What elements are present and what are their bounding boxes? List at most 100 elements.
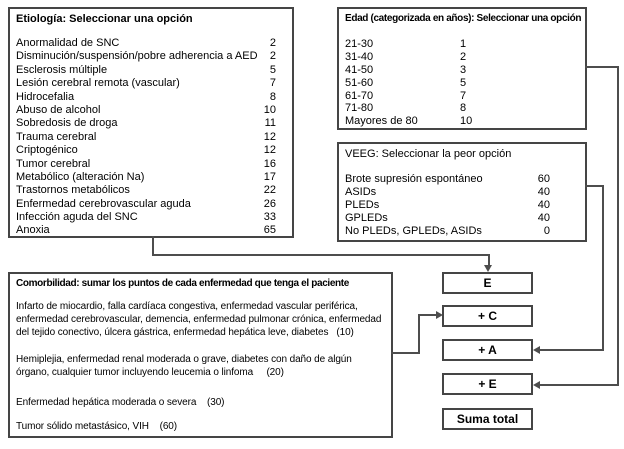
item-score: 33	[263, 211, 276, 224]
item-label: Abuso de alcohol	[16, 103, 101, 116]
veeg-item: PLEDs 40	[345, 199, 550, 212]
item-score: 5	[269, 63, 276, 76]
connector-comorbidity-vertical	[418, 314, 420, 354]
sum-box-plus-c: + C	[442, 305, 533, 327]
age-item: 51-60 5	[345, 77, 579, 90]
connector-age-horizontal	[585, 66, 619, 68]
connector-etiology-horizontal	[152, 254, 490, 256]
item-label: 71-80	[345, 102, 374, 115]
etiology-item: Trastornos metabólicos 22	[16, 184, 276, 197]
item-score: 0	[543, 225, 550, 237]
item-label: Trauma cerebral	[16, 130, 97, 143]
sum-box-plus-c-label: + C	[477, 309, 497, 323]
sum-box-plus-a-label: + A	[478, 343, 497, 357]
item-label: 51-60	[345, 76, 374, 89]
connector-age-entry	[540, 384, 619, 386]
etiology-item: Hidrocefalia 8	[16, 91, 276, 104]
arrow-down-icon	[484, 265, 492, 272]
item-label: Infección aguda del SNC	[16, 211, 138, 224]
connector-etiology-drop	[488, 254, 490, 266]
item-score: 2	[269, 50, 276, 63]
item-label: PLEDs	[345, 199, 380, 211]
item-label: Esclerosis múltiple	[16, 63, 108, 76]
item-label: Trastornos metabólicos	[16, 184, 130, 197]
connector-comorbidity-entry	[418, 314, 437, 316]
connector-veeg-vertical	[602, 185, 604, 351]
etiology-item: Metabólico (alteración Na) 17	[16, 171, 276, 184]
comorbidity-paragraph-20: Hemiplejia, enfermedad renal moderada o …	[16, 354, 352, 378]
etiology-item: Enfermedad cerebrovascular aguda 26	[16, 198, 276, 211]
sum-box-total-label: Suma total	[456, 412, 519, 426]
item-score: 3	[460, 63, 467, 76]
item-score: 26	[263, 197, 276, 210]
comorbidity-paragraph-30: Enfermedad hepática moderada o severa (3…	[16, 397, 225, 408]
item-label: Mayores de 80	[345, 115, 418, 128]
etiology-item: Lesión cerebral remota (vascular) 7	[16, 77, 276, 90]
age-box: Edad (categorizada en años): Seleccionar…	[337, 7, 587, 130]
age-item: Mayores de 80 10	[345, 115, 579, 128]
item-label: Disminución/suspensión/pobre adherencia …	[16, 50, 258, 63]
item-score: 17	[263, 170, 276, 183]
veeg-item: Brote supresión espontáneo 60	[345, 173, 550, 186]
etiology-title: Etiología: Seleccionar una opción	[16, 13, 193, 25]
item-label: Tumor cerebral	[16, 157, 91, 170]
item-label: Brote supresión espontáneo	[345, 173, 483, 185]
item-score: 2	[269, 37, 276, 49]
connector-age-vertical	[617, 66, 619, 386]
item-score: 12	[263, 144, 276, 157]
item-label: 41-50	[345, 63, 374, 76]
item-label: Metabólico (alteración Na)	[16, 170, 145, 183]
connector-veeg-horizontal	[585, 185, 604, 187]
etiology-item: Infección aguda del SNC 33	[16, 211, 276, 224]
comorbidity-title: Comorbilidad: sumar los puntos de cada e…	[16, 278, 350, 289]
sum-box-e: E	[442, 272, 533, 294]
sum-box-e-label: E	[483, 276, 492, 290]
veeg-item: No PLEDs, GPLEDs, ASIDs 0	[345, 225, 550, 238]
arrow-left-icon	[533, 345, 540, 354]
item-label: Criptogénico	[16, 144, 78, 157]
arrow-left-icon	[533, 380, 540, 389]
item-score: 40	[537, 199, 550, 211]
arrow-right-icon	[436, 310, 443, 319]
item-score: 7	[460, 89, 467, 102]
item-label: Anoxia	[16, 224, 50, 237]
item-score: 7	[269, 77, 276, 90]
item-score: 65	[263, 224, 276, 237]
comorbidity-paragraph-10: Infarto de miocardio, falla cardíaca con…	[16, 301, 382, 338]
item-score: 22	[263, 184, 276, 197]
etiology-item: Criptogénico 12	[16, 144, 276, 157]
item-score: 1	[460, 38, 467, 50]
etiology-item: Esclerosis múltiple 5	[16, 64, 276, 77]
age-item: 41-50 3	[345, 64, 579, 77]
item-score: 40	[537, 212, 550, 224]
item-score: 60	[537, 173, 550, 185]
age-item: 71-80 8	[345, 102, 579, 115]
connector-etiology-vertical	[152, 236, 154, 256]
item-score: 5	[460, 76, 467, 89]
item-score: 8	[269, 90, 276, 103]
item-score: 10	[460, 115, 473, 128]
veeg-box: VEEG: Seleccionar la peor opción Brote s…	[337, 142, 587, 242]
item-score: 16	[263, 157, 276, 170]
veeg-title: VEEG: Seleccionar la peor opción	[345, 148, 512, 160]
item-score: 8	[460, 102, 467, 115]
item-label: Hidrocefalia	[16, 90, 75, 103]
connector-comorbidity-horizontal	[391, 352, 420, 354]
item-label: No PLEDs, GPLEDs, ASIDs	[345, 225, 482, 237]
age-title: Edad (categorizada en años): Seleccionar…	[345, 13, 582, 24]
item-label: Lesión cerebral remota (vascular)	[16, 77, 180, 90]
etiology-box: Etiología: Seleccionar una opción Anorma…	[8, 7, 294, 238]
comorbidity-paragraph-60: Tumor sólido metastásico, VIH (60)	[16, 421, 177, 432]
item-label: Sobredosis de droga	[16, 117, 118, 130]
item-label: Enfermedad cerebrovascular aguda	[16, 197, 191, 210]
